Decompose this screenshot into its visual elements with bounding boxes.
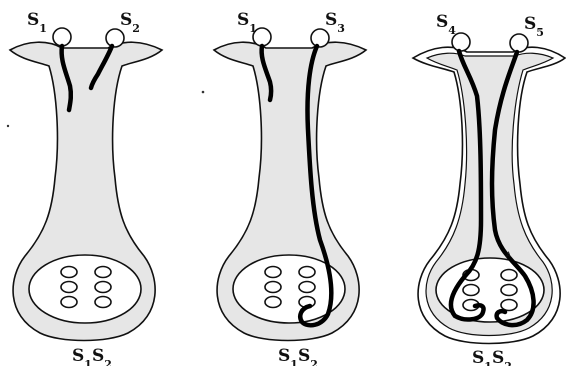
style-genotype-label: S1S2 — [472, 348, 512, 366]
ovule — [463, 285, 479, 296]
ovule — [95, 267, 111, 278]
ovule — [95, 282, 111, 293]
subscript: 3 — [337, 22, 345, 35]
ovule — [501, 270, 517, 281]
pollen-grain-s3 — [311, 29, 329, 47]
pollen-label-s4: S4 — [436, 12, 456, 37]
pollen-grain-s5 — [510, 34, 528, 52]
speck — [202, 91, 205, 94]
subscript: 4 — [448, 24, 456, 37]
ovary-outline — [29, 255, 141, 323]
ovule — [299, 267, 315, 278]
pistil-right: A S4 S5 S1S2 — [413, 12, 565, 366]
ovule — [501, 285, 517, 296]
speck — [7, 125, 9, 127]
subscript: 2 — [132, 22, 140, 35]
ovule — [95, 297, 111, 308]
subscript: 1 — [249, 22, 257, 35]
subscript: 1 — [39, 22, 47, 35]
subscript: 5 — [536, 26, 544, 39]
pollen-label-s3: S3 — [325, 10, 345, 35]
pollen-label-s1: S1 — [237, 10, 257, 35]
style-genotype-label: S1S2 — [278, 346, 318, 366]
pollen-grain-s1 — [53, 28, 71, 46]
ovule — [61, 282, 77, 293]
ovule — [265, 267, 281, 278]
pistil-left: S1 S2 S1S2 — [10, 10, 162, 366]
ovule — [501, 300, 517, 311]
pollen-label-s2: S2 — [120, 10, 140, 35]
small-mark: A — [505, 251, 512, 259]
pollen-label-s5: S5 — [524, 14, 544, 39]
ovule — [61, 267, 77, 278]
style-genotype-label: S1S2 — [72, 346, 112, 366]
ovule — [265, 282, 281, 293]
ovule — [61, 297, 77, 308]
pollen-label-s1: S1 — [27, 10, 47, 35]
ovule — [299, 282, 315, 293]
ovule — [265, 297, 281, 308]
pistil-middle: S1 S3 S1S2 — [214, 10, 366, 366]
pollen-grain-s2 — [106, 29, 124, 47]
